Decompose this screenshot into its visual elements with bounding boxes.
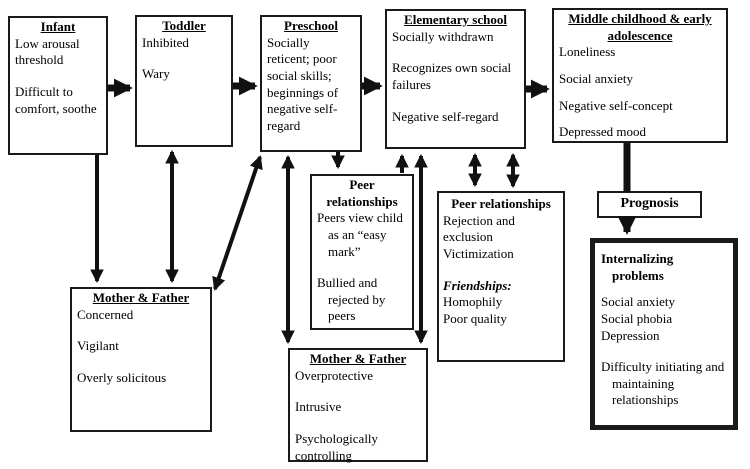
box-toddler: Toddler Inhibited Wary bbox=[135, 15, 233, 147]
box-title: Infant bbox=[40, 19, 76, 34]
text-line: Depression bbox=[601, 327, 660, 343]
text-line: Difficult to comfort, soothe bbox=[15, 83, 97, 116]
box-title: Elementary school bbox=[404, 12, 507, 27]
text-line: Rejection and exclusion bbox=[443, 212, 515, 245]
text-line: Loneliness bbox=[559, 44, 616, 60]
box-peer-relationships-preschool: Peer relationships Peers view child as a… bbox=[310, 174, 414, 330]
box-infant: Infant Low arousal threshold Difficult t… bbox=[8, 16, 108, 155]
box-title: Internalizing problems bbox=[601, 251, 674, 283]
box-peer-relationships-elementary: Peer relationships Rejection and exclusi… bbox=[437, 191, 565, 362]
text-line: Depressed mood bbox=[559, 124, 647, 140]
text-line: Negative self-regard bbox=[392, 108, 499, 124]
text-line: Victimization bbox=[443, 245, 514, 261]
text-line: Peers view child as an “easy mark” bbox=[317, 210, 403, 259]
flow-arrow bbox=[212, 155, 263, 291]
text-line: Vigilant bbox=[77, 338, 119, 354]
box-elementary-school: Elementary school Socially withdrawn Rec… bbox=[385, 9, 526, 149]
box-internalizing-problems: Internalizing problems Social anxiety So… bbox=[590, 238, 738, 430]
box-title: Toddler bbox=[162, 18, 206, 33]
box-mother-father-early: Mother & Father Concerned Vigilant Overl… bbox=[70, 287, 212, 432]
box-title: Middle childhood & early adolescence bbox=[568, 11, 712, 43]
text-line: Concerned bbox=[77, 306, 134, 322]
box-mother-father-later: Mother & Father Overprotective Intrusive… bbox=[288, 348, 428, 463]
text-line: Low arousal threshold bbox=[15, 35, 80, 68]
box-title: Peer relationships bbox=[451, 196, 551, 211]
text-line: Overprotective bbox=[295, 367, 373, 383]
text-line: Bullied and rejected by peers bbox=[317, 275, 386, 324]
text-line: Socially withdrawn bbox=[392, 28, 494, 44]
text-line: Homophily bbox=[443, 294, 503, 310]
text-line: Wary bbox=[142, 66, 170, 82]
box-title: Prognosis bbox=[620, 196, 679, 212]
text-line: Social anxiety bbox=[601, 294, 676, 310]
text-line: Psychologically controlling bbox=[295, 430, 379, 463]
box-title: Preschool bbox=[284, 18, 338, 33]
text-line: Friendships: bbox=[443, 277, 512, 293]
text-line: Social phobia bbox=[601, 310, 673, 326]
box-title: Mother & Father bbox=[309, 351, 407, 366]
box-prognosis: Prognosis bbox=[597, 191, 702, 218]
text-line: Negative self-concept bbox=[559, 97, 673, 113]
box-middle-childhood: Middle childhood & early adolescence Lon… bbox=[552, 8, 728, 143]
text-line: Difficulty initiating and maintaining re… bbox=[601, 359, 725, 408]
box-title: Mother & Father bbox=[92, 290, 190, 305]
box-title: Peer relationships bbox=[326, 177, 398, 209]
text-line: Intrusive bbox=[295, 399, 342, 415]
text-line: Socially reticent; poor social skills; b… bbox=[267, 34, 339, 133]
text-line: Social anxiety bbox=[559, 70, 634, 86]
text-line: Overly solicitous bbox=[77, 369, 167, 385]
text-line: Recognizes own social failures bbox=[392, 60, 512, 92]
text-line: Inhibited bbox=[142, 34, 189, 50]
text-line: Poor quality bbox=[443, 310, 507, 326]
box-preschool: Preschool Socially reticent; poor social… bbox=[260, 15, 362, 152]
